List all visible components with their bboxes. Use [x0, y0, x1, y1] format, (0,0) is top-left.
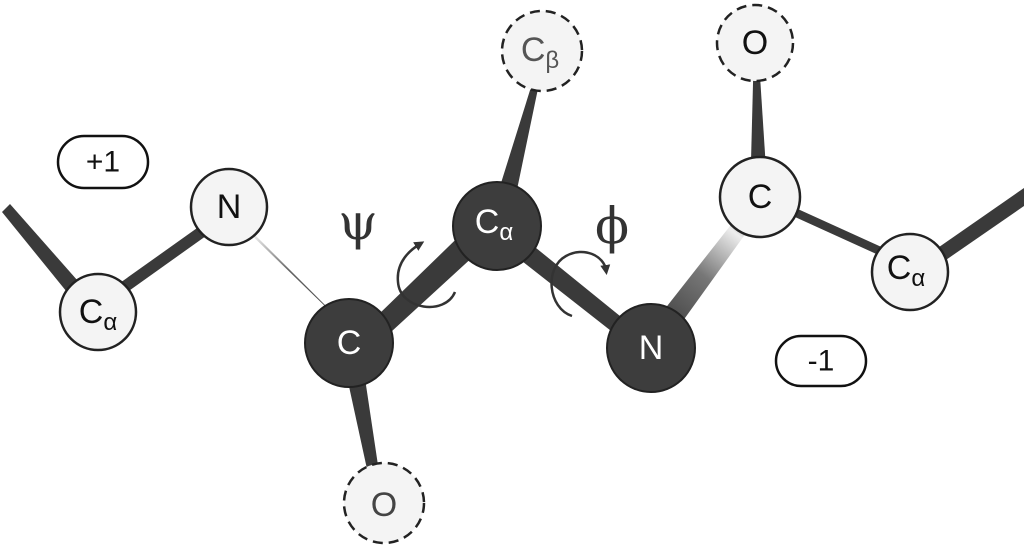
svg-text:Cα: Cα	[475, 203, 514, 246]
atom-cb-top: Cβ	[500, 9, 584, 93]
atom-ca-center-sub: α	[499, 219, 513, 246]
atom-n-left-label: N	[217, 188, 242, 226]
atom-ca-left-main: C	[79, 293, 104, 331]
atom-ca-center: Cα	[452, 181, 542, 271]
atom-o-bottom-label: O	[371, 486, 397, 524]
svg-text:Cβ: Cβ	[521, 31, 559, 74]
atom-c-center-label: C	[337, 324, 362, 362]
phi-rotation-arrow	[550, 250, 611, 318]
charge-plus-label: +1	[56, 134, 150, 190]
svg-text:Cα: Cα	[79, 293, 118, 336]
atom-ca-right-sub: α	[911, 265, 925, 292]
bonds	[2, 45, 1024, 492]
atom-ca-right-main: C	[887, 249, 912, 287]
charge-minus-label: -1	[774, 334, 868, 388]
atom-cb-top-sub: β	[545, 47, 559, 74]
atom-c-right: C	[718, 155, 802, 239]
atom-c-right-label: C	[748, 178, 773, 216]
svg-text:Cα: Cα	[887, 249, 926, 292]
atom-n-center-label: N	[639, 329, 664, 367]
atom-ca-left-sub: α	[103, 309, 117, 336]
atom-cb-top-main: C	[521, 31, 546, 69]
psi-angle-label: ψ	[338, 193, 377, 251]
charge-plus-text: +1	[86, 146, 120, 179]
psi-rotation-arrow	[396, 241, 457, 309]
atom-ca-right: Cα	[870, 232, 950, 312]
atom-c-center: C	[304, 298, 394, 388]
atom-o-top-label: O	[742, 24, 768, 62]
atom-n-center: N	[606, 303, 696, 393]
charge-minus-text: -1	[808, 345, 835, 378]
atom-ca-center-main: C	[475, 203, 500, 241]
atom-n-left: N	[189, 167, 269, 247]
phi-angle-label: ϕ	[595, 197, 629, 255]
atom-o-bottom: O	[342, 461, 426, 545]
atom-o-top: O	[715, 3, 795, 83]
atom-ca-left: Cα	[58, 272, 138, 352]
